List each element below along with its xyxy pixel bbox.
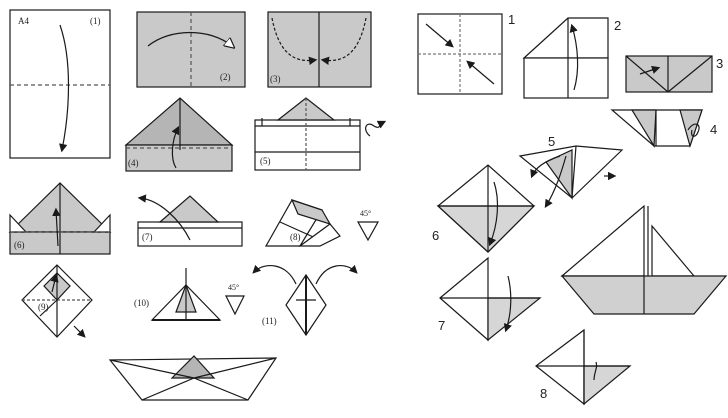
sail-step-5: 5 [518,134,624,209]
sail-step-5-label: 5 [548,134,555,149]
sail-step-6-label: 6 [432,228,439,243]
step-1-sheet: A4 (1) [9,9,111,159]
step-6-label: (6) [14,240,25,250]
step-5-label: (5) [260,156,271,166]
sail-step-7-label: 7 [438,318,445,333]
sail-step-3-label: 3 [716,56,723,71]
step-4-label: (4) [128,158,139,168]
sail-step-1-square: 1 [417,12,515,95]
step-5-fold-edges: (5) [254,97,387,171]
step-6-hat: (6) [8,182,112,255]
paper-size-label: A4 [18,16,29,26]
step-3-crease: (3) [267,11,372,88]
final-paper-boat [108,355,278,401]
sail-step-2-label: 2 [614,18,621,33]
step-9-label: (9) [38,302,49,312]
sail-step-1-label: 1 [508,12,515,27]
step-10-label: (10) [134,298,149,308]
left-panel-paper-boat: A4 (1) (2) (3) (4) [8,9,387,401]
step-4-triangle-folds: (4) [124,97,234,172]
step-10-triangle: (10) [134,268,222,321]
sail-step-4-label: 4 [710,122,717,137]
turn-over-icon [365,120,387,137]
step-1-label: (1) [90,16,101,26]
sail-step-8: 8 [535,328,632,406]
angle-icon-a: 45° [356,209,380,242]
angle-label-b: 45° [228,283,239,292]
step-2-label: (2) [220,72,231,82]
step-11-pull-open: (11) [252,264,358,337]
angle-icon-b: 45° [225,283,245,316]
step-8-open: (8) [264,199,341,247]
right-panel-sailboat: 1 2 3 4 [417,12,728,406]
sail-step-6: 6 [432,164,536,253]
final-sailboat [560,204,728,315]
step-3-label: (3) [270,74,281,84]
step-2-fold-half: (2) [136,11,246,88]
sail-step-3: 3 [625,55,723,93]
sail-step-7: 7 [438,256,542,342]
step-7-label: (7) [142,232,153,242]
step-9-diamond: (9) [21,264,93,338]
sail-turn-icon [687,123,700,137]
step-11-label: (11) [262,316,277,326]
angle-label-a: 45° [360,209,371,218]
sail-step-8-label: 8 [540,386,547,401]
sail-step-4: 4 [610,109,717,149]
step-7-fold-up: (7) [137,194,243,247]
step-8-label: (8) [290,232,301,242]
sail-step-2: 2 [522,17,621,99]
